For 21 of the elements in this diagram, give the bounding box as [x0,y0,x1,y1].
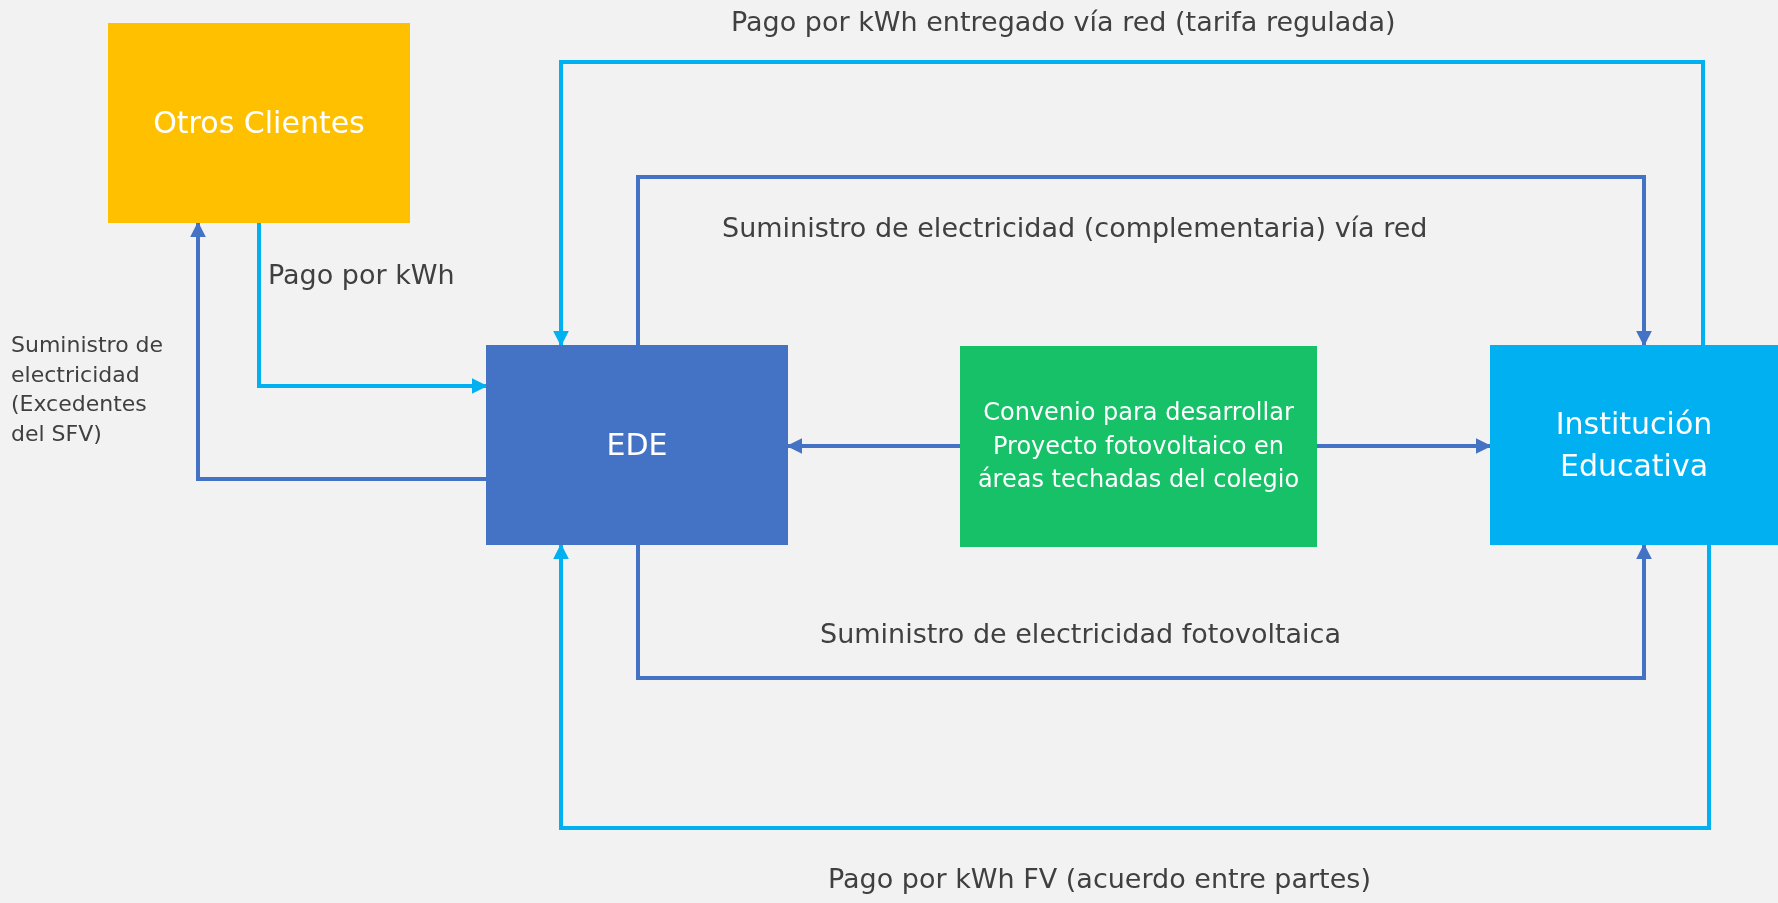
arrow [636,543,1652,680]
process-box [960,346,1317,547]
arrow [553,543,1711,830]
box-label: Institución Educativa [1554,405,1714,485]
arrow [1317,438,1492,454]
arrow [636,175,1652,347]
arrow [553,60,1705,347]
box-label: Convenio para desarrollar Proyecto fotovoltaico en áreas techadas del colegio [976,397,1301,496]
arrow [257,223,488,394]
process-box [486,345,788,545]
edge-label: Suministro de electricidad fotovoltaica [820,617,1341,651]
edge-label: Pago por kWh FV (acuerdo entre partes) [828,862,1371,896]
process-box [1490,345,1778,545]
arrow [190,221,486,481]
edge-label: Suministro de electricidad (complementaria) vía red [722,211,1428,245]
edge-label: Pago por kWh [268,258,455,292]
process-box [108,23,410,223]
edge-label: Suministro de electricidad (Excedentes del SFV) [11,331,165,449]
box-label: EDE [606,426,668,464]
box-label: Otros Clientes [153,104,365,142]
edge-label: Pago por kWh entregado vía red (tarifa regulada) [731,5,1396,39]
